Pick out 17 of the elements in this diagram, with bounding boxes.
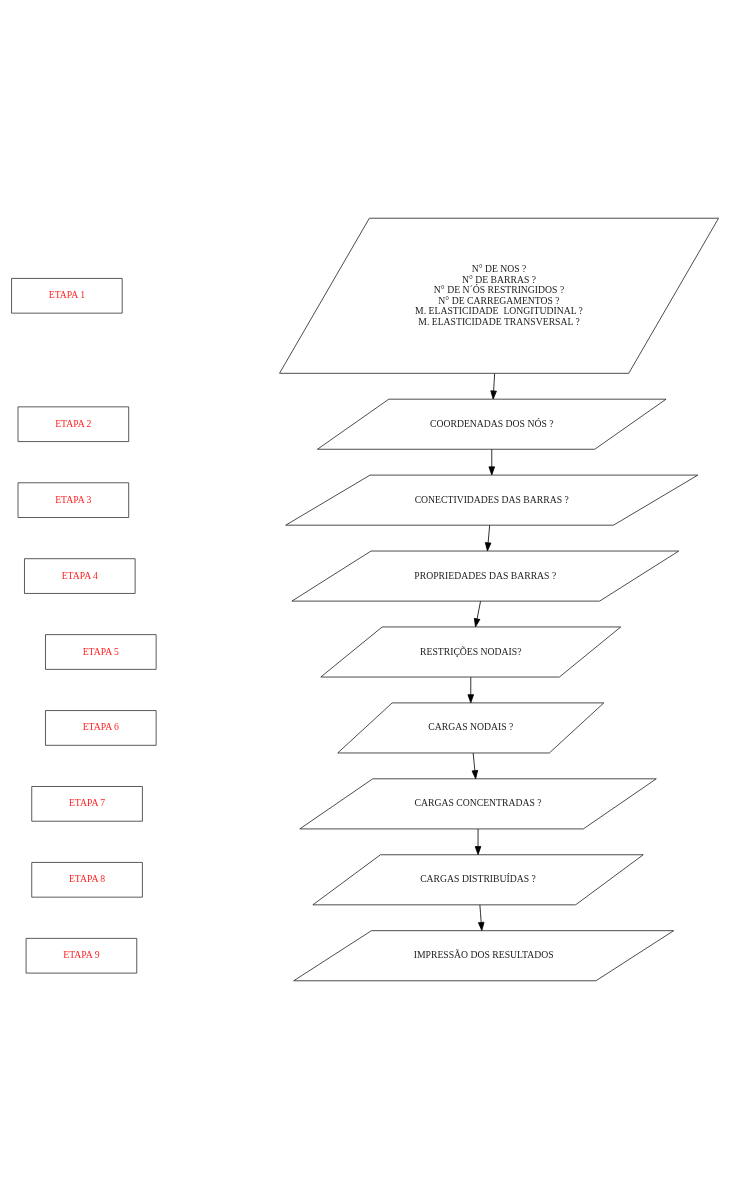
arrow (488, 448, 495, 475)
node-box: ETAPA 3 (17, 481, 130, 518)
arrow (478, 904, 485, 931)
node-box: ETAPA 6 (45, 709, 157, 746)
node-box: ETAPA 7 (31, 785, 143, 822)
arrow (473, 600, 481, 627)
node-box: ETAPA 9 (25, 937, 138, 973)
node-box: ETAPA 8 (31, 861, 143, 898)
arrow (471, 752, 479, 779)
node-box: ETAPA 2 (17, 405, 130, 442)
node-box: ETAPA 1 (11, 277, 123, 314)
node-box: ETAPA 4 (24, 557, 136, 594)
arrow (467, 676, 474, 703)
arrow (474, 828, 482, 855)
arrow (484, 524, 492, 551)
node-box: ETAPA 5 (45, 633, 157, 670)
arrow (490, 372, 497, 399)
